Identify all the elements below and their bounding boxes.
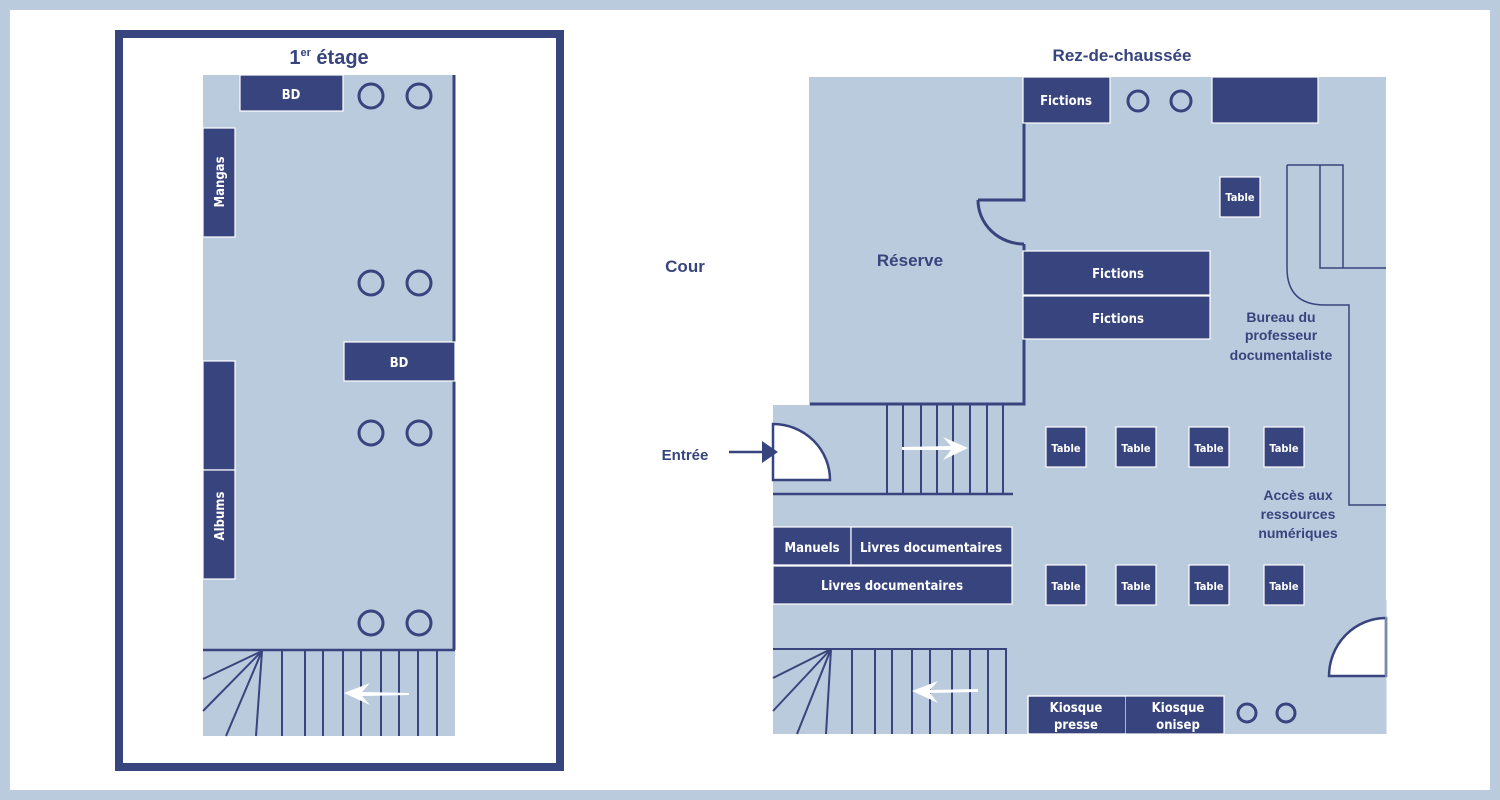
first-floor-title-number: 1 xyxy=(289,47,300,69)
seat-icon xyxy=(405,609,433,637)
digital-resources-label: Accès aux ressources numériques xyxy=(1258,487,1338,541)
table[interactable]: Table xyxy=(1188,426,1230,468)
shelf-manuels[interactable]: Manuels xyxy=(772,526,852,566)
seat-icon xyxy=(1126,89,1150,113)
kiosque-onisep-label-2: onisep xyxy=(1156,718,1200,733)
shelf-mangas-label: Mangas xyxy=(213,156,228,207)
kiosque-presse-label-1: Kiosque xyxy=(1050,701,1103,716)
kiosque-onisep-label-1: Kiosque xyxy=(1152,701,1205,716)
seat-icon xyxy=(357,82,385,110)
table-row-2: Table Table Table Table xyxy=(1045,564,1305,606)
first-floor-title: 1er étage xyxy=(289,47,368,69)
first-floor-area xyxy=(203,75,455,736)
table-row-1: Table Table Table Table xyxy=(1045,426,1305,468)
desk-label-line-3: documentaliste xyxy=(1230,347,1333,363)
shelf-manuels-label: Manuels xyxy=(784,541,839,556)
table-label: Table xyxy=(1051,580,1080,593)
desk-label-line-1: Bureau du xyxy=(1246,309,1315,325)
table-label: Table xyxy=(1194,580,1223,593)
table-label: Table xyxy=(1225,191,1254,204)
digital-label-line-2: ressources xyxy=(1261,506,1336,522)
desk-label: Bureau du professeur documentaliste xyxy=(1230,309,1333,363)
ground-floor-title: Rez-de-chaussée xyxy=(1053,46,1192,65)
table-label: Table xyxy=(1051,442,1080,455)
seat-icon xyxy=(405,269,433,297)
shelf-livres-documentaires-1-label: Livres documentaires xyxy=(860,541,1002,556)
table[interactable]: Table xyxy=(1263,426,1305,468)
shelf-top-right[interactable] xyxy=(1211,76,1319,124)
table-label: Table xyxy=(1121,580,1150,593)
seat-icon xyxy=(357,419,385,447)
shelf-livres-documentaires-1[interactable]: Livres documentaires xyxy=(850,526,1013,566)
shelf-albums-upper[interactable] xyxy=(202,360,236,471)
shelf-bd-middle[interactable]: BD xyxy=(343,341,456,382)
stairs-up-arrow-icon xyxy=(902,437,968,460)
storage-label: Réserve xyxy=(877,251,943,270)
shelf-fictions-top[interactable]: Fictions xyxy=(1022,76,1111,124)
digital-label-line-1: Accès aux xyxy=(1263,487,1332,503)
shelf-bd-top[interactable]: BD xyxy=(239,74,344,112)
ground-floor-plan: Rez-de-chaussée Cour Réserve Entrée xyxy=(662,46,1388,735)
seat-icon xyxy=(1236,702,1258,724)
table-label: Table xyxy=(1269,442,1298,455)
entrance-arrow-icon xyxy=(729,441,778,463)
seat-icon xyxy=(1169,89,1193,113)
digital-label-line-3: numériques xyxy=(1258,525,1338,541)
first-floor-frame xyxy=(115,30,564,771)
table-label: Table xyxy=(1121,442,1150,455)
shelf-livres-documentaires-2-label: Livres documentaires xyxy=(821,579,963,594)
first-floor-title-superscript: er xyxy=(300,47,311,59)
table[interactable]: Table xyxy=(1115,426,1157,468)
kiosque-presse[interactable]: Kiosque presse xyxy=(1027,695,1127,735)
seat-icon xyxy=(405,82,433,110)
shelf-fictions-2[interactable]: Fictions xyxy=(1022,295,1211,340)
side-exit-door[interactable] xyxy=(1327,616,1388,678)
seat-icon xyxy=(357,269,385,297)
shelf-albums-label: Albums xyxy=(213,492,228,541)
table[interactable]: Table xyxy=(1115,564,1157,606)
table[interactable]: Table xyxy=(1188,564,1230,606)
first-floor-title-text: étage xyxy=(311,47,369,69)
shelf-albums[interactable]: Albums xyxy=(202,469,236,580)
shelf-fictions-1-label: Fictions xyxy=(1092,267,1144,282)
table[interactable]: Table xyxy=(1263,564,1305,606)
shelf-livres-documentaires-2[interactable]: Livres documentaires xyxy=(772,565,1013,605)
entrance-door[interactable] xyxy=(771,422,832,482)
librarian-desk[interactable] xyxy=(1286,164,1386,506)
table-near-desk[interactable]: Table xyxy=(1219,176,1261,218)
stairs-down-arrow-icon xyxy=(912,681,978,703)
first-floor-plan: 1er étage BD Mangas BD Albums xyxy=(115,30,564,771)
shelf-bd-middle-label: BD xyxy=(390,356,409,371)
shelf-fictions-2-label: Fictions xyxy=(1092,312,1144,327)
shelf-mangas[interactable]: Mangas xyxy=(202,127,236,238)
desk-label-line-2: professeur xyxy=(1245,327,1318,343)
seat-icon xyxy=(405,419,433,447)
table-label: Table xyxy=(1269,580,1298,593)
shelf-bd-top-label: BD xyxy=(282,88,301,103)
kiosque-presse-label-2: presse xyxy=(1054,718,1098,733)
floor-plan-canvas: 1er étage BD Mangas BD Albums xyxy=(10,10,1490,790)
shelf-fictions-1[interactable]: Fictions xyxy=(1022,250,1211,296)
seat-icon xyxy=(1275,702,1297,724)
stairs-direction-arrow-icon xyxy=(344,683,409,705)
shelf-fictions-top-label: Fictions xyxy=(1040,94,1092,109)
courtyard-label: Cour xyxy=(665,257,705,276)
seat-icon xyxy=(357,609,385,637)
kiosque-onisep[interactable]: Kiosque onisep xyxy=(1027,695,1225,735)
entrance-label: Entrée xyxy=(662,447,709,464)
table[interactable]: Table xyxy=(1045,564,1087,606)
table[interactable]: Table xyxy=(1045,426,1087,468)
table-label: Table xyxy=(1194,442,1223,455)
